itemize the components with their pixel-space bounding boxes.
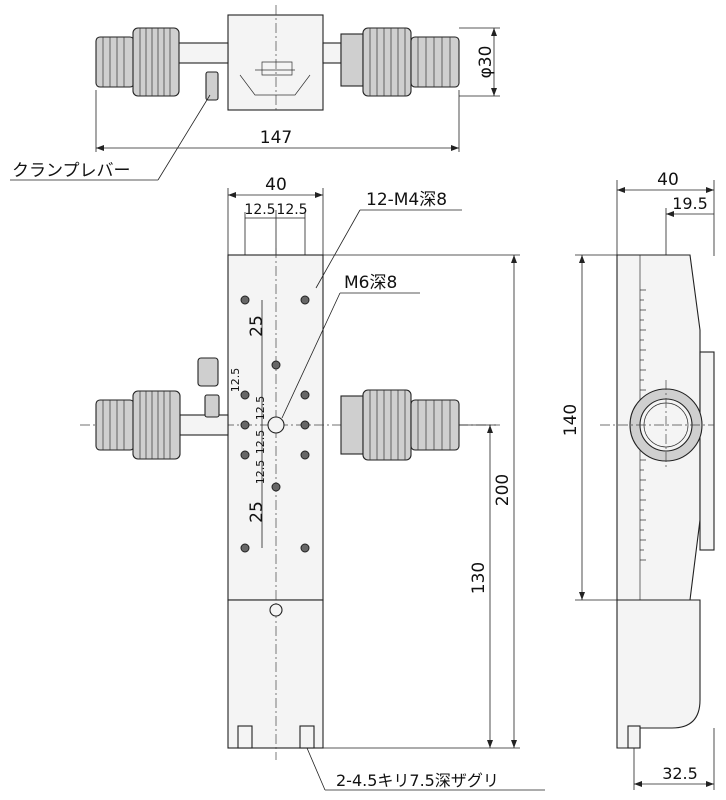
- dim-130-label: 130: [469, 562, 489, 594]
- dim-small-pitch-3: 12.5: [254, 430, 267, 455]
- m4-hole: [300, 390, 310, 400]
- m4-hole: [271, 482, 281, 492]
- dim-147-label: 147: [260, 128, 292, 148]
- front-knob-left: [95, 390, 181, 460]
- m4-hole: [240, 450, 250, 460]
- dim-front-40-label: 40: [265, 175, 287, 195]
- top-stage-body: [227, 14, 324, 111]
- m4-hole: [271, 360, 281, 370]
- m4-hole: [240, 420, 250, 430]
- side-bracket: [616, 599, 701, 749]
- dim-200-label: 200: [493, 474, 513, 506]
- m4-hole: [240, 543, 250, 553]
- mount-holes-label: 2-4.5キリ7.5深ザグリ: [336, 771, 499, 790]
- top-shaft-right: [322, 42, 342, 64]
- dim-side-19-5-label: 19.5: [672, 194, 708, 213]
- dim-side-40-label: 40: [657, 170, 679, 190]
- top-knob-left: [95, 27, 180, 97]
- front-collar-right: [340, 395, 364, 455]
- m4-hole: [300, 420, 310, 430]
- side-scale: [640, 289, 646, 561]
- front-clamp-body: [204, 394, 220, 418]
- m6-center-hole: [267, 416, 285, 434]
- mount-hole-right: [299, 725, 315, 749]
- m4-hole: [300, 543, 310, 553]
- dim-small-pitch-2: 12.5: [254, 396, 267, 421]
- dim-pitch-a-label: 12.5: [244, 202, 275, 218]
- clamp-lever-label: クランプレバー: [12, 161, 131, 181]
- top-clamp-lever: [205, 71, 219, 101]
- m4-hole: [240, 295, 250, 305]
- m4-hole: [240, 390, 250, 400]
- dim-small-pitch-4: 12.5: [254, 460, 267, 485]
- center-hole-label: M6深8: [344, 273, 397, 293]
- side-view: 40 19.5 140 32: [561, 170, 715, 790]
- top-collar-right: [340, 33, 364, 87]
- base-hole: [269, 603, 283, 617]
- front-view: 40 12.5 12.5: [80, 175, 545, 791]
- top-view: 147 φ30 クランプレバー: [10, 5, 500, 181]
- top-knob-right: [362, 27, 460, 97]
- side-mount-hole: [627, 725, 641, 749]
- top-shaft-left: [177, 42, 229, 64]
- mount-hole-left: [237, 725, 253, 749]
- front-knob-right: [362, 389, 460, 461]
- dim-phi30-label: φ30: [476, 46, 496, 79]
- m4-hole: [300, 295, 310, 305]
- dim-v25-bottom-label: 25: [247, 501, 267, 523]
- side-carriage: [699, 351, 715, 551]
- tapped-holes-label: 12-M4深8: [366, 190, 447, 210]
- dim-pitch-b-label: 12.5: [276, 202, 307, 218]
- front-base-plate: [227, 599, 324, 749]
- m4-hole: [300, 450, 310, 460]
- tapped-holes: [240, 295, 310, 617]
- dim-v25-top-label: 25: [247, 315, 267, 337]
- dim-small-pitch-1: 12.5: [229, 368, 242, 393]
- front-clamp-lever: [197, 357, 219, 387]
- dim-32-5-label: 32.5: [662, 764, 698, 783]
- dim-140-label: 140: [561, 404, 581, 436]
- front-shaft-left: [179, 414, 229, 436]
